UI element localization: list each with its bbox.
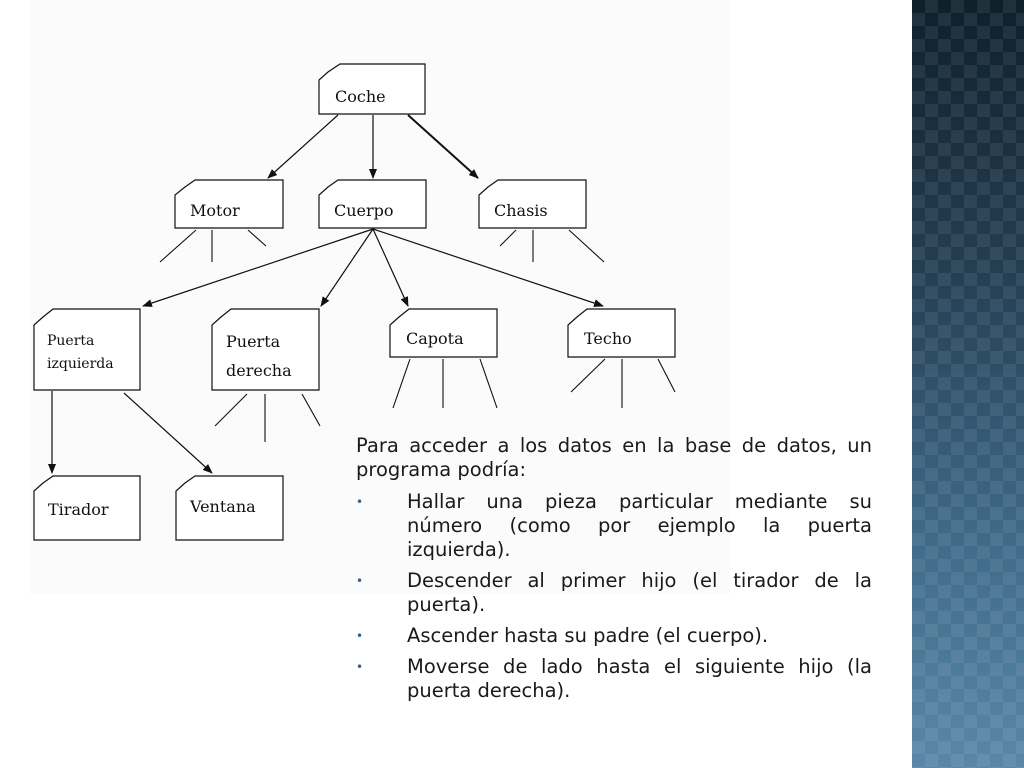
node-label-puerta-izquierda-line2: izquierda [47, 356, 114, 372]
stubs-techo [570, 358, 676, 408]
bullet-dot-icon: • [356, 574, 364, 588]
node-box-ventana [175, 475, 284, 541]
node-label-chasis: Chasis [494, 201, 548, 220]
node-label-puerta-derecha-line2: derecha [226, 361, 292, 380]
bullet-text: Hallar una pieza particular mediante su … [407, 490, 872, 561]
node-box-chasis [478, 179, 587, 229]
node-box-cuerpo [318, 179, 427, 229]
node-box-capota [389, 308, 498, 358]
node-label-cuerpo: Cuerpo [334, 201, 394, 220]
node-box-coche [318, 63, 426, 115]
stubs-chasis [499, 229, 605, 263]
edge-cuerpo-capota [372, 228, 409, 307]
node-label-techo: Techo [584, 329, 632, 348]
edge-coche-motor [267, 114, 339, 179]
list-item: • Moverse de lado hasta el siguiente hij… [356, 655, 872, 703]
diagram-panel: Coche Motor Cuerpo Chasis Puerta izquier… [30, 0, 730, 594]
decorative-side-strip [912, 0, 1024, 768]
node-label-tirador: Tirador [48, 500, 109, 519]
bullet-text: Descender al primer hijo (el tirador de … [407, 569, 872, 616]
intro-paragraph: Para acceder a los datos en la base de d… [356, 434, 872, 481]
node-box-motor [174, 179, 284, 229]
node-label-capota: Capota [406, 329, 464, 348]
edge-puerta-izquierda-ventana [123, 392, 213, 474]
bullet-text: Ascender hasta su padre (el cuerpo). [407, 624, 769, 647]
stubs-capota [392, 358, 498, 409]
node-label-puerta-derecha-line1: Puerta [226, 332, 281, 351]
node-box-puerta-derecha [211, 308, 320, 391]
list-item: • Hallar una pieza particular mediante s… [356, 490, 872, 562]
explanation-text: Para acceder a los datos en la base de d… [356, 434, 872, 710]
bullet-list: • Hallar una pieza particular mediante s… [356, 490, 872, 703]
edge-cuerpo-puerta-derecha [320, 228, 374, 307]
edge-cuerpo-techo [372, 228, 604, 307]
stubs-puerta-derecha [214, 393, 321, 442]
node-box-techo [567, 308, 676, 358]
node-label-ventana: Ventana [189, 497, 256, 516]
list-item: • Ascender hasta su padre (el cuerpo). [356, 624, 872, 648]
node-box-puerta-izquierda [33, 308, 141, 391]
node-label-coche: Coche [335, 87, 386, 106]
list-item: • Descender al primer hijo (el tirador d… [356, 569, 872, 617]
edge-cuerpo-puerta-izquierda [142, 228, 374, 307]
stubs-motor [159, 229, 267, 263]
edge-coche-chasis [407, 114, 479, 179]
bullet-dot-icon: • [356, 660, 364, 674]
bullet-dot-icon: • [356, 629, 364, 643]
bullet-text: Moverse de lado hasta el siguiente hijo … [407, 655, 872, 702]
node-box-tirador [33, 475, 141, 541]
hierarchy-diagram: Coche Motor Cuerpo Chasis Puerta izquier… [33, 63, 676, 541]
node-label-motor: Motor [190, 201, 240, 220]
node-label-puerta-izquierda-line1: Puerta [47, 333, 94, 349]
bullet-dot-icon: • [356, 495, 364, 509]
